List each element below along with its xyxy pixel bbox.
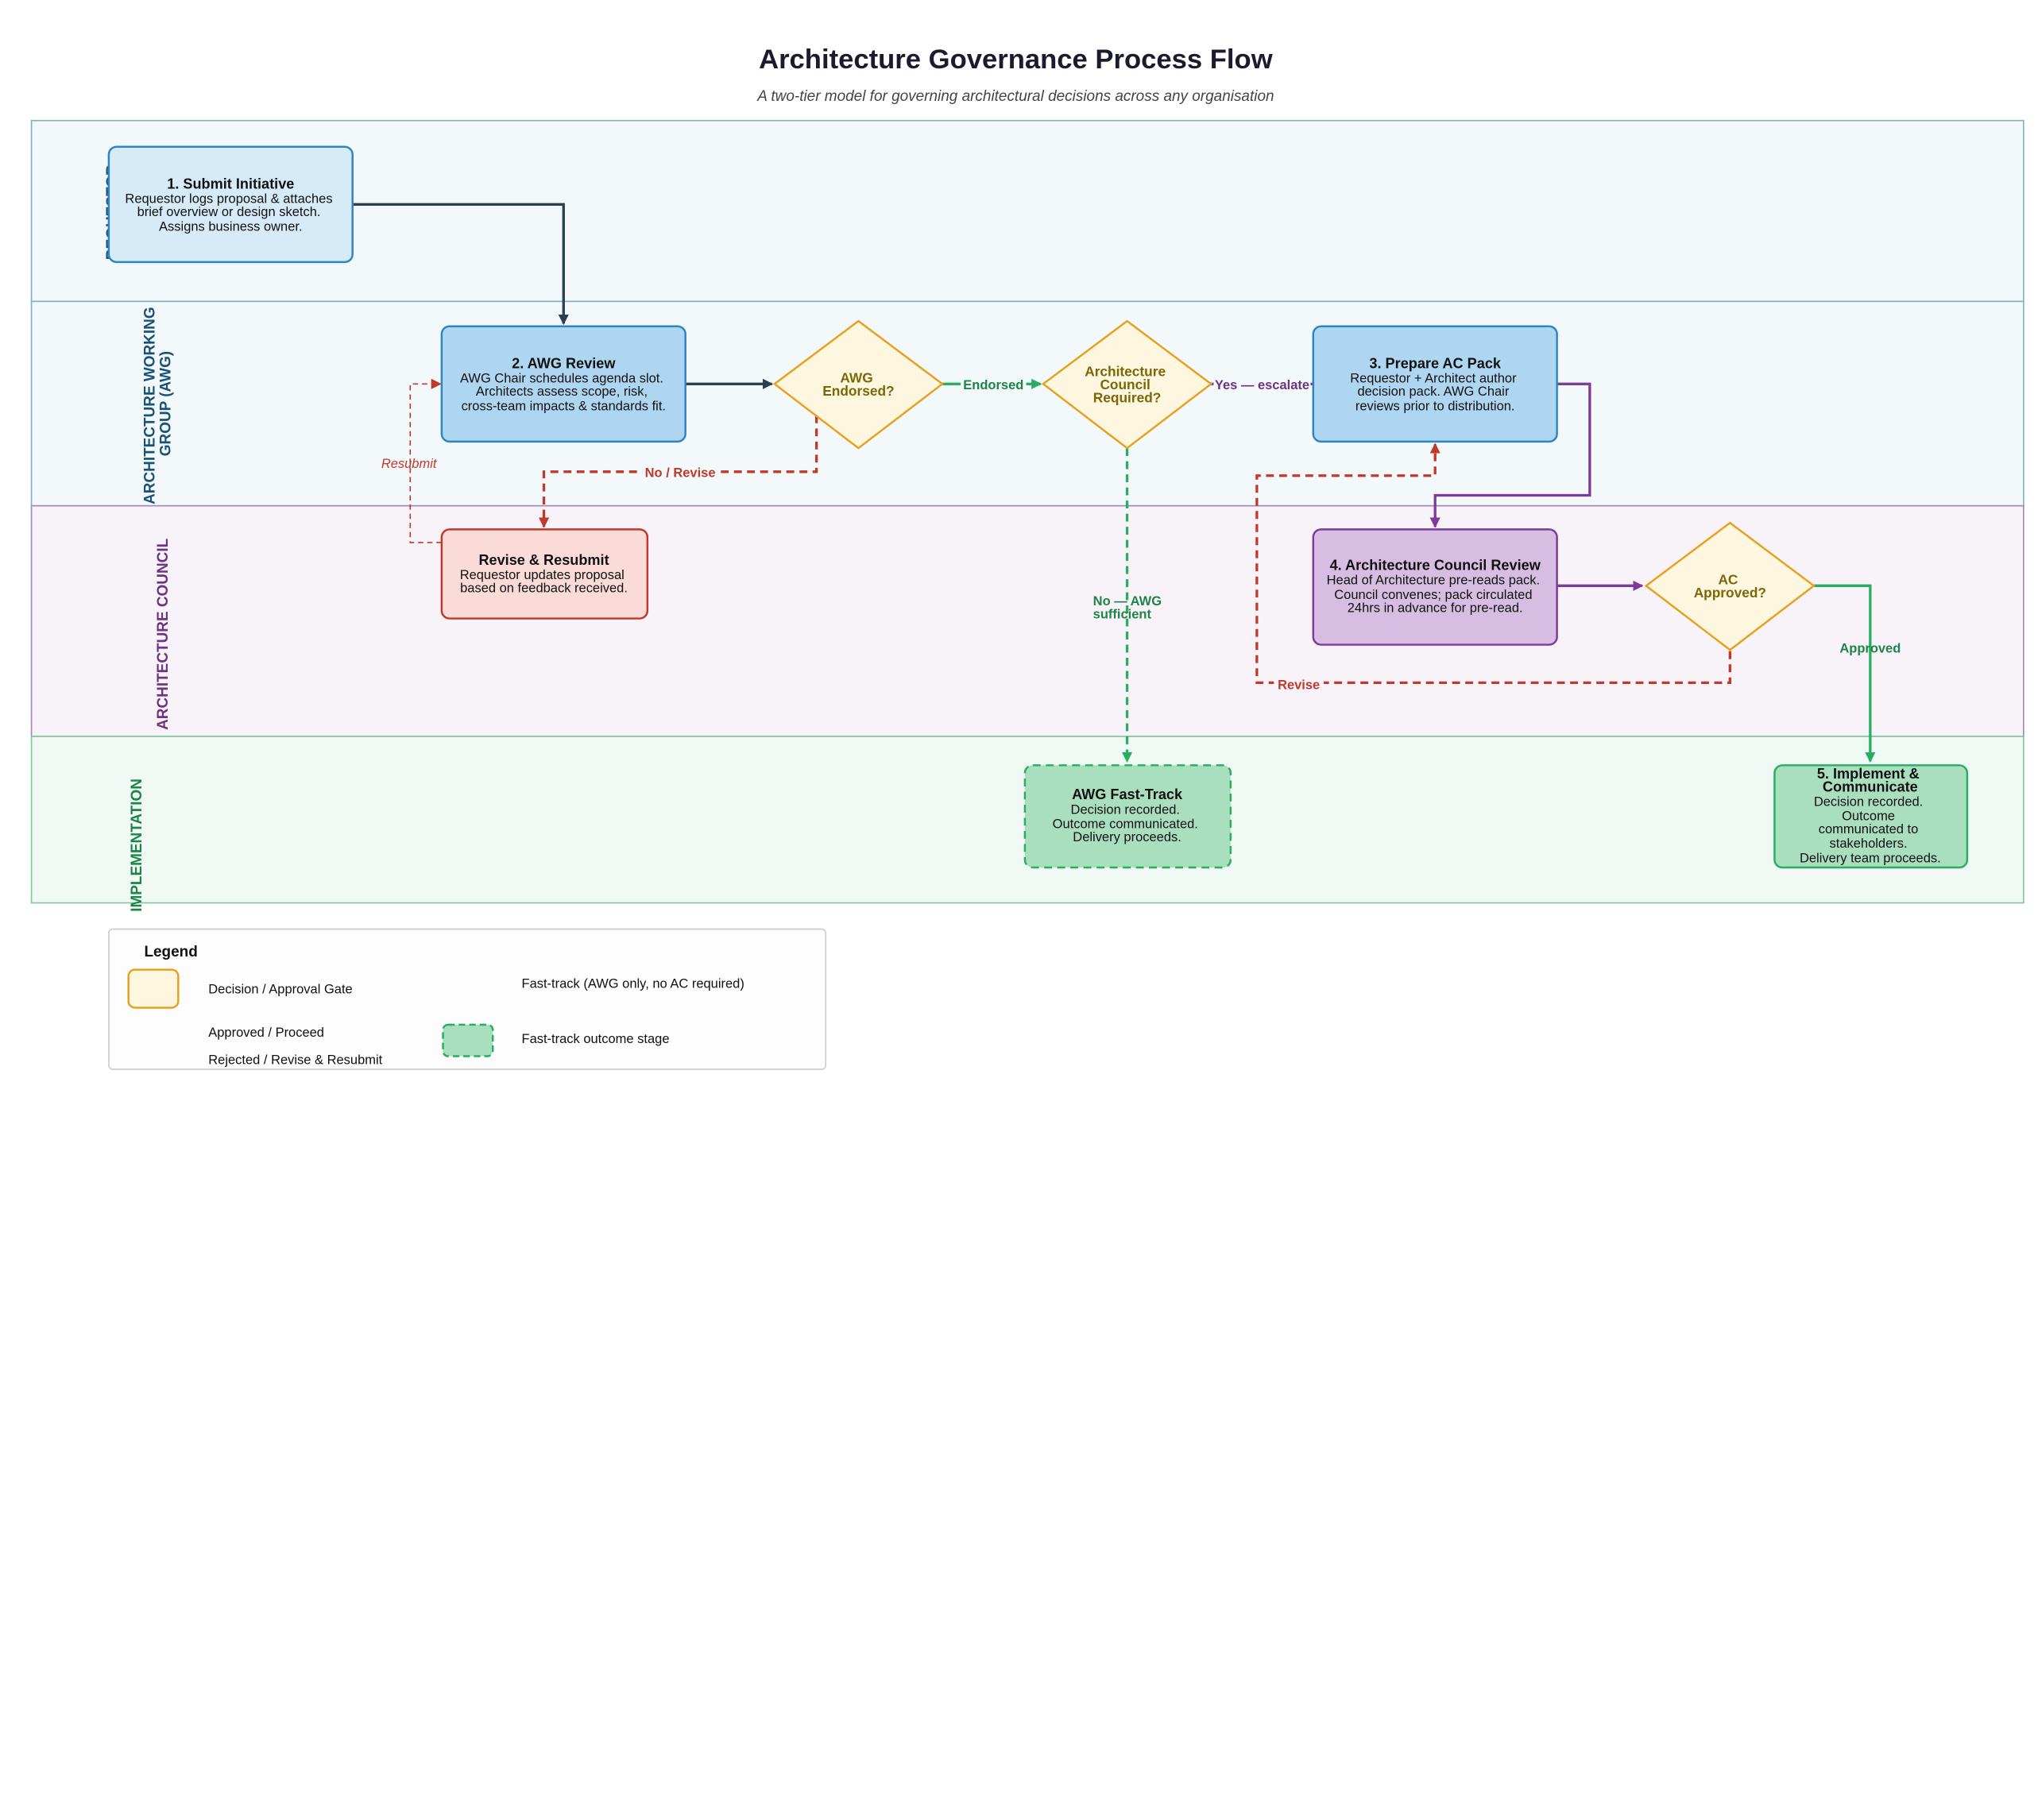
decision-label: AWG Endorsed? [822,370,894,399]
edge-label-bg [1274,676,1324,694]
lane-label-council: ARCHITECTURE COUNCIL [155,539,172,730]
edge-label-bg [1213,376,1311,393]
decision-ac-approved: AC Approved? [1644,521,1816,651]
decision-label: Architecture Council Required? [1085,363,1170,405]
node-ac-review: 4. Architecture Council Review Head of A… [1312,528,1558,646]
node-body: Decision recorded. Outcome communicated.… [1053,802,1202,844]
edge-submit-to-awg [352,203,569,326]
edge-ac-revise [1255,442,1731,685]
node-submit-initiative: 1. Submit Initiative Requestor logs prop… [107,145,354,264]
node-body: Requestor logs proposal & attaches brief… [125,192,336,234]
edge-label-approved: Approved [1839,641,1901,655]
lane-awg [30,300,2024,507]
legend-label-fast-track-stage: Fast-track outcome stage [522,1032,670,1046]
node-title: 1. Submit Initiative [167,176,294,192]
legend-swatch-fast-track-stage [442,1023,494,1057]
edge-prepare-to-acreview [1429,382,1591,528]
edge-label-no-awg-sufficient: No — AWG sufficient [1093,594,1166,621]
node-title: AWG Fast-Track [1072,786,1183,802]
lane-label-awg: ARCHITECTURE WORKING GROUP (AWG) [142,303,175,504]
node-body: Head of Architecture pre-reads pack. Cou… [1327,574,1544,616]
node-title: 4. Architecture Council Review [1330,558,1541,574]
lane-label-implementation: IMPLEMENTATION [129,779,145,912]
node-awg-review: 2. AWG Review AWG Chair schedules agenda… [440,325,686,443]
legend-label-fast-track: Fast-track (AWG only, no AC required) [522,977,744,991]
legend-label-rejected: Rejected / Revise & Resubmit [208,1053,382,1067]
legend-title: Legend [144,944,197,960]
node-implement-communicate: 5. Implement & Communicate Decision reco… [1773,764,1969,869]
legend-label-decision: Decision / Approval Gate [208,982,352,996]
edge-no-revise [538,415,818,528]
edge-approved-to-implement [1813,584,1876,763]
edge-label-bg [642,463,718,481]
legend: Legend Decision / Approval Gate Approved… [108,928,827,1070]
node-title: 3. Prepare AC Pack [1369,356,1501,372]
node-title: Revise & Resubmit [478,552,609,568]
decision-ac-required: Architecture Council Required? [1041,319,1213,450]
node-prepare-ac-pack: 3. Prepare AC Pack Requestor + Architect… [1312,325,1558,443]
edge-resubmit [409,378,442,543]
edge-label-revise: Revise [1278,678,1320,693]
page-subtitle: A two-tier model for governing architect… [756,88,1274,105]
node-body: Requestor + Architect author decision pa… [1350,372,1520,414]
lane-requestor [30,119,2024,303]
page-title: Architecture Governance Process Flow [759,44,1273,75]
node-revise-resubmit: Revise & Resubmit Requestor updates prop… [440,528,649,620]
node-title: 5. Implement & Communicate [1817,766,1924,794]
edge-label-yes-escalate: Yes — escalate [1215,378,1309,392]
edge-label-resubmit: Resubmit [381,457,438,471]
edge-label-endorsed: Endorsed [963,378,1023,392]
node-title: 2. AWG Review [512,356,616,372]
legend-label-approved: Approved / Proceed [208,1026,324,1040]
node-awg-fast-track: AWG Fast-Track Decision recorded. Outcom… [1023,764,1232,869]
node-body: Requestor updates proposal based on feed… [460,568,628,595]
node-body: AWG Chair schedules agenda slot. Archite… [460,372,667,414]
decision-label: AC Approved? [1694,572,1766,601]
node-body: Decision recorded. Outcome communicated … [1800,794,1941,865]
decision-awg-endorsed: AWG Endorsed? [772,319,945,450]
legend-swatch-decision [127,968,180,1009]
edge-label-bg [961,376,1027,393]
edge-label-no-revise: No / Revise [645,466,716,480]
